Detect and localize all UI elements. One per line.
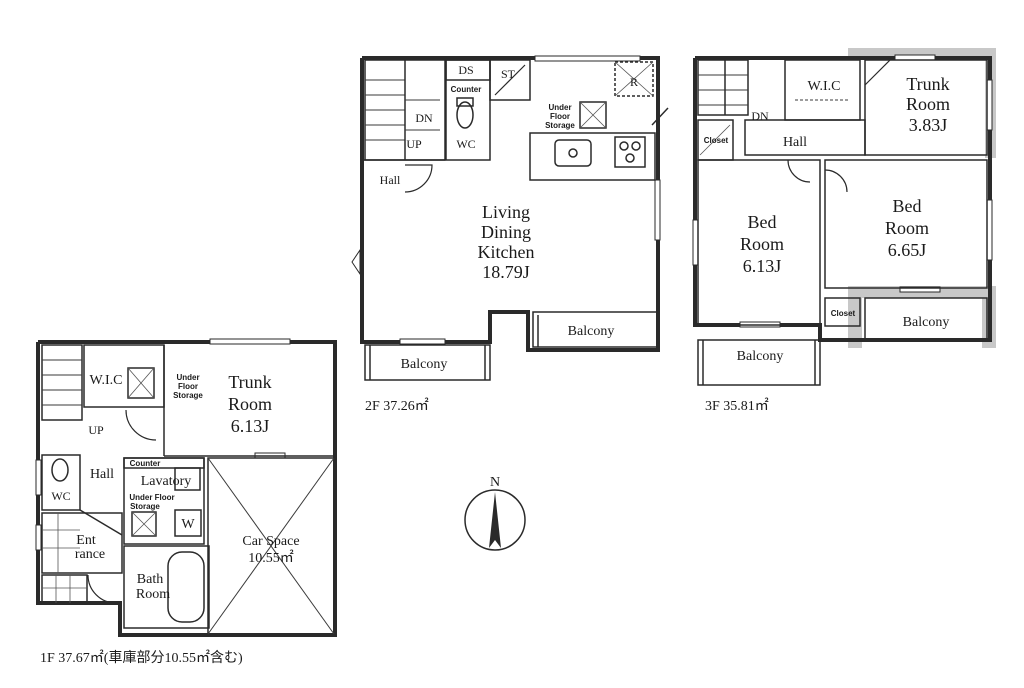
- labels-1f: W.I.C Under Floor Storage Trunk Room 6.1…: [40, 372, 300, 666]
- compass-north-label: N: [490, 475, 500, 490]
- floor-2f-area: 2F 37.26㎡: [365, 398, 429, 414]
- floor-3f-area: 3F 35.81㎡: [705, 398, 769, 414]
- dn-label-3f: DN: [751, 109, 769, 123]
- balcony-2f-bottom: Balcony: [401, 357, 448, 372]
- floor-2f: [351, 55, 669, 381]
- bed-b-area: 6.65J: [888, 240, 927, 260]
- ufs-1f-a-line-2: Floor: [178, 382, 198, 391]
- trunk-1f-area: 6.13J: [231, 416, 270, 436]
- trunk-3f-line-2: Room: [906, 94, 950, 114]
- counter-label-2f: Counter: [451, 85, 482, 94]
- ldk-line-1: Living: [482, 202, 530, 222]
- bed-a-line-2: Room: [740, 234, 784, 254]
- ldk-area: 18.79J: [482, 262, 530, 282]
- bed-a-line-1: Bed: [748, 212, 777, 232]
- up-label-1f: UP: [88, 423, 104, 437]
- bed-b-line-2: Room: [885, 218, 929, 238]
- bed-b-line-1: Bed: [893, 196, 922, 216]
- floor-3f: [692, 48, 996, 386]
- car-space-line-1: Car Space: [242, 534, 299, 549]
- wic-label-1f: W.I.C: [90, 373, 123, 388]
- st-label: ST: [501, 67, 516, 81]
- closet-label-3f-a: Closet: [704, 136, 729, 145]
- ufs-2f-line-1: Under: [548, 103, 571, 112]
- floor-1f: [35, 338, 337, 637]
- ldk-line-2: Dining: [481, 222, 531, 242]
- hall-label-1f: Hall: [90, 467, 114, 482]
- ufs-2f-line-3: Storage: [545, 121, 575, 130]
- balcony-2f-right: Balcony: [568, 324, 615, 339]
- wic-label-3f: W.I.C: [808, 79, 841, 94]
- bed-a-area: 6.13J: [743, 256, 782, 276]
- fridge-label: R: [630, 75, 638, 89]
- ufs-1f-b-line-1: Under Floor: [129, 493, 174, 502]
- labels-2f: Living Dining Kitchen 18.79J DS ST Count…: [365, 63, 638, 414]
- ufs-1f-b-line-2: Storage: [130, 502, 160, 511]
- wc-label-2f: WC: [456, 137, 475, 151]
- car-space-area: 10.55㎡: [248, 550, 294, 566]
- trunk-3f-line-1: Trunk: [906, 74, 949, 94]
- dn-label-2f: DN: [415, 111, 433, 125]
- trunk-1f-line-1: Trunk: [228, 372, 271, 392]
- labels-3f: W.I.C Trunk Room 3.83J DN Hall Closet Cl…: [704, 74, 950, 414]
- hall-label-2f: Hall: [380, 173, 401, 187]
- balcony-3f-bottom: Balcony: [737, 349, 784, 364]
- wc-label-1f: WC: [51, 489, 70, 503]
- hall-label-3f: Hall: [783, 135, 807, 150]
- compass: [464, 489, 526, 551]
- ds-label: DS: [458, 63, 473, 77]
- entrance-line-2: rance: [75, 547, 105, 562]
- balcony-3f-right: Balcony: [903, 315, 950, 330]
- trunk-3f-area: 3.83J: [909, 115, 948, 135]
- washer-label: W: [181, 517, 195, 532]
- floor-1f-area: 1F 37.67㎡(車庫部分10.55㎡含む): [40, 649, 243, 666]
- closet-label-3f-b: Closet: [831, 309, 856, 318]
- lavatory-label: Lavatory: [141, 474, 192, 489]
- up-label-2f: UP: [406, 137, 422, 151]
- trunk-1f-line-2: Room: [228, 394, 272, 414]
- counter-label-1f: Counter: [130, 459, 161, 468]
- ufs-1f-a-line-1: Under: [176, 373, 199, 382]
- bath-line-2: Room: [136, 587, 170, 602]
- bath-line-1: Bath: [137, 572, 163, 587]
- ufs-1f-a-line-3: Storage: [173, 391, 203, 400]
- ldk-line-3: Kitchen: [478, 242, 535, 262]
- entrance-line-1: Ent: [76, 533, 96, 548]
- ufs-2f-line-2: Floor: [550, 112, 570, 121]
